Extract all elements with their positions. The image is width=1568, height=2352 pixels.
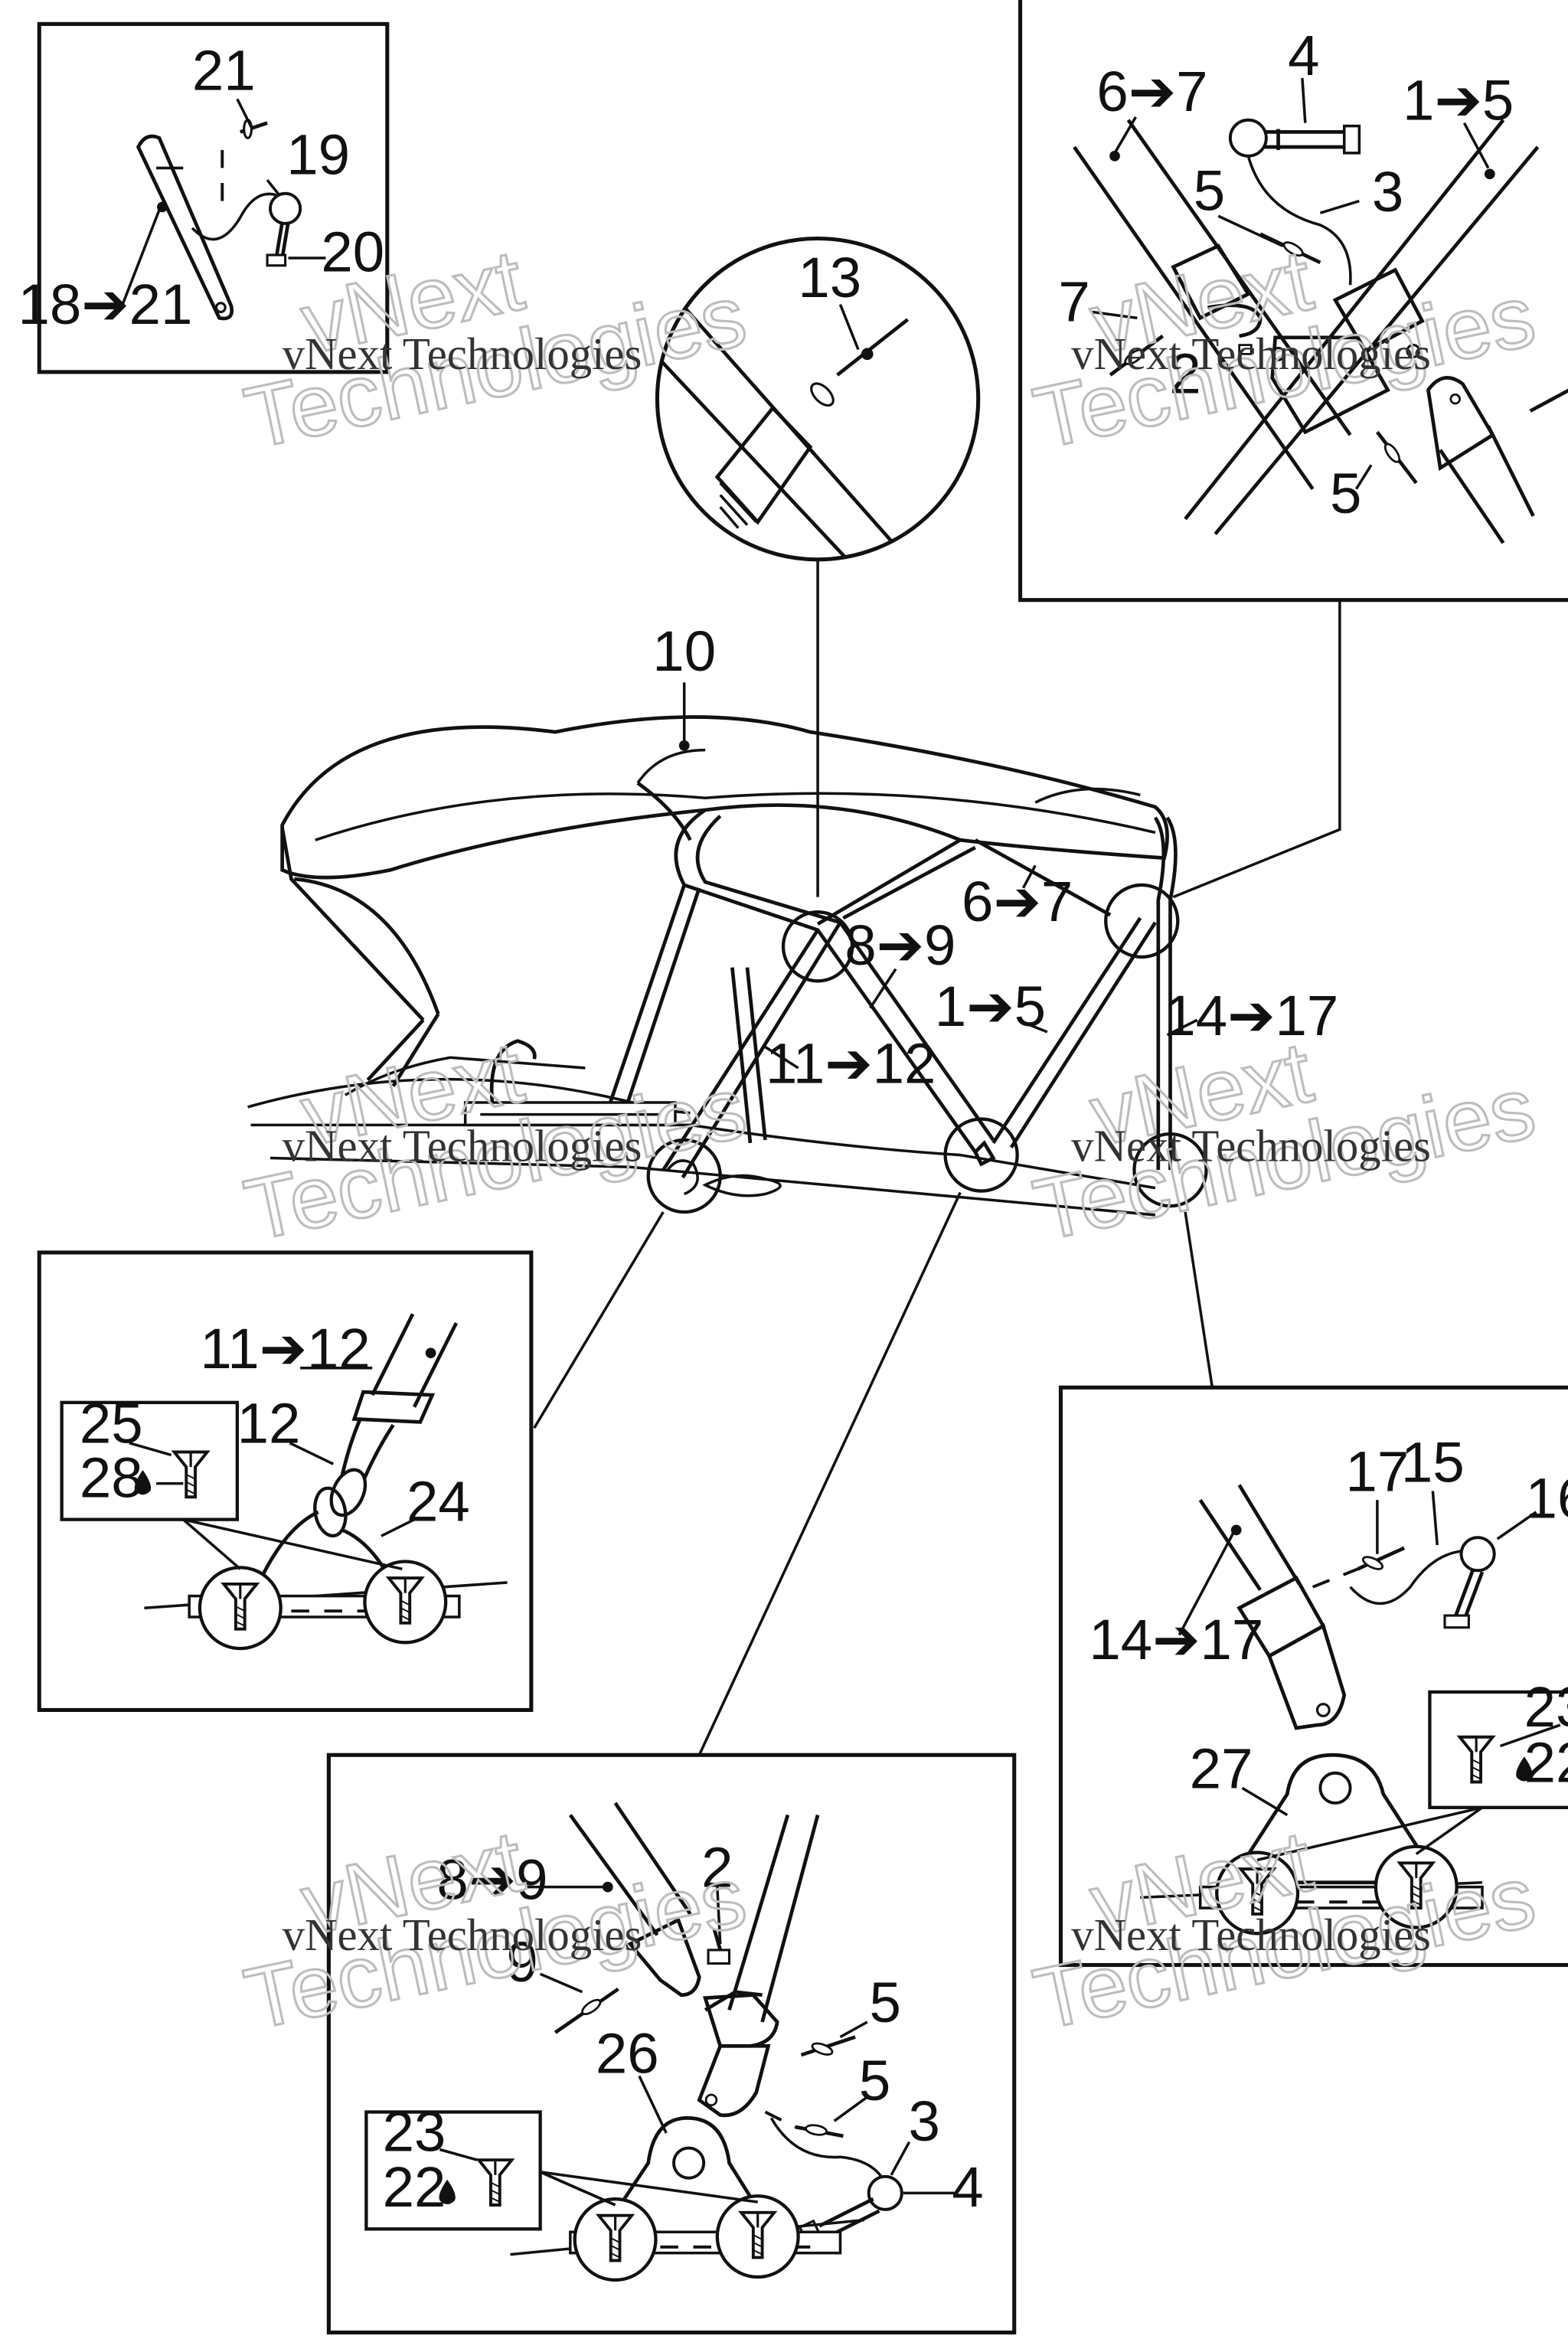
detail-box-d: 17 15 16 14➔17 23 22 27: [1058, 1385, 1568, 1968]
callout-10: 10: [652, 619, 716, 683]
callout-20: 20: [321, 220, 384, 284]
callout-4: 4: [1288, 24, 1319, 87]
svg-text:vNext Technologies: vNext Technologies: [283, 1121, 642, 1171]
tube-end-right: [1426, 376, 1568, 544]
callout-14-17-main: 14➔17: [1164, 984, 1338, 1047]
detail-box-e: 8➔9 2 9 5 26 5 3 4 23 22: [326, 1753, 1017, 2335]
watermark: vNext Technologies vNext Technologies: [1024, 1022, 1544, 1261]
callout-12: 12: [237, 1392, 301, 1455]
callout-9: 9: [506, 1930, 537, 1994]
svg-text:vNext Technologies: vNext Technologies: [1071, 1121, 1431, 1171]
callout-2-top: 2: [1169, 341, 1200, 405]
callout-1-5-main: 1➔5: [935, 975, 1046, 1038]
callout-17: 17: [1345, 1439, 1409, 1503]
rivet-7: [1109, 334, 1165, 377]
rivet-5-a: [800, 2035, 856, 2057]
callout-19: 19: [286, 122, 350, 186]
detail-box-c: 11➔12 25 28 12 24: [37, 1250, 534, 1713]
callout-5-low: 5: [1330, 462, 1361, 525]
callout-23-right: 23: [1524, 1675, 1568, 1739]
callout-5-top: 5: [1194, 158, 1225, 222]
pin-20: [266, 191, 302, 267]
callout-7: 7: [1058, 270, 1089, 333]
callout-18-21: 18➔21: [18, 273, 192, 336]
rivet-13: [810, 318, 910, 407]
callout-24: 24: [407, 1470, 470, 1534]
boat-hull: [247, 1039, 1156, 1217]
callout-8-9-main: 8➔9: [844, 913, 956, 977]
svg-text:vNext Technologies: vNext Technologies: [283, 329, 642, 379]
tube-end-part: [136, 134, 234, 321]
svg-text:vNext Technologies: vNext Technologies: [283, 1910, 642, 1960]
callout-3-bottom: 3: [908, 2089, 939, 2153]
callout-11-12-box: 11➔12: [200, 1317, 370, 1380]
callout-2-bottom: 2: [701, 1836, 733, 1900]
rivet-5-low: [1375, 430, 1418, 485]
callout-6-7-main: 6➔7: [962, 870, 1073, 933]
watermark: vNext Technologies vNext Technologies: [236, 1022, 755, 1261]
callout-16: 16: [1526, 1467, 1568, 1530]
rivet-5-b: [795, 2124, 844, 2138]
bimini-top-main: 10 6➔7 8➔9 1➔5 14➔17 11➔12: [247, 619, 1338, 1217]
callout-22-right: 22: [1524, 1731, 1568, 1795]
callout-5-bottom-b: 5: [859, 2049, 890, 2112]
callout-26: 26: [596, 2022, 659, 2086]
callout-11-12-main: 11➔12: [766, 1032, 936, 1096]
callout-8-9-box: 8➔9: [436, 1847, 547, 1911]
detail-circle-13: 13: [655, 236, 981, 562]
svg-text:vNext Technologies: vNext Technologies: [1071, 1910, 1431, 1960]
callout-28: 28: [80, 1446, 143, 1509]
svg-text:vNext Technologies: vNext Technologies: [1071, 329, 1431, 379]
callout-21: 21: [192, 39, 256, 103]
watermark: vNext Technologies vNext Technologies: [1024, 230, 1544, 469]
callout-1-5-top: 1➔5: [1403, 69, 1514, 132]
callout-14-17-box: 14➔17: [1089, 1608, 1263, 1671]
callout-25: 25: [80, 1392, 143, 1455]
rivet-9: [554, 1987, 619, 2034]
pin-16: [1443, 1536, 1496, 1629]
rivet-17: [1357, 1546, 1406, 1571]
callout-3-top: 3: [1372, 160, 1403, 224]
callout-5-bottom-a: 5: [870, 1971, 901, 2034]
detail-box-b: 4 6➔7 1➔5 5 3 7 2 5: [1018, 0, 1568, 603]
callout-4-bottom: 4: [952, 2155, 983, 2219]
callout-27: 27: [1190, 1736, 1253, 1800]
detail-box-a: 21 19 20 18➔21: [18, 21, 390, 374]
callout-6-7-top: 6➔7: [1096, 60, 1207, 123]
callout-13: 13: [798, 246, 861, 309]
callout-22-bottom: 22: [383, 2155, 446, 2219]
callout-15: 15: [1401, 1431, 1465, 1494]
callout-23-bottom: 23: [383, 2099, 446, 2163]
